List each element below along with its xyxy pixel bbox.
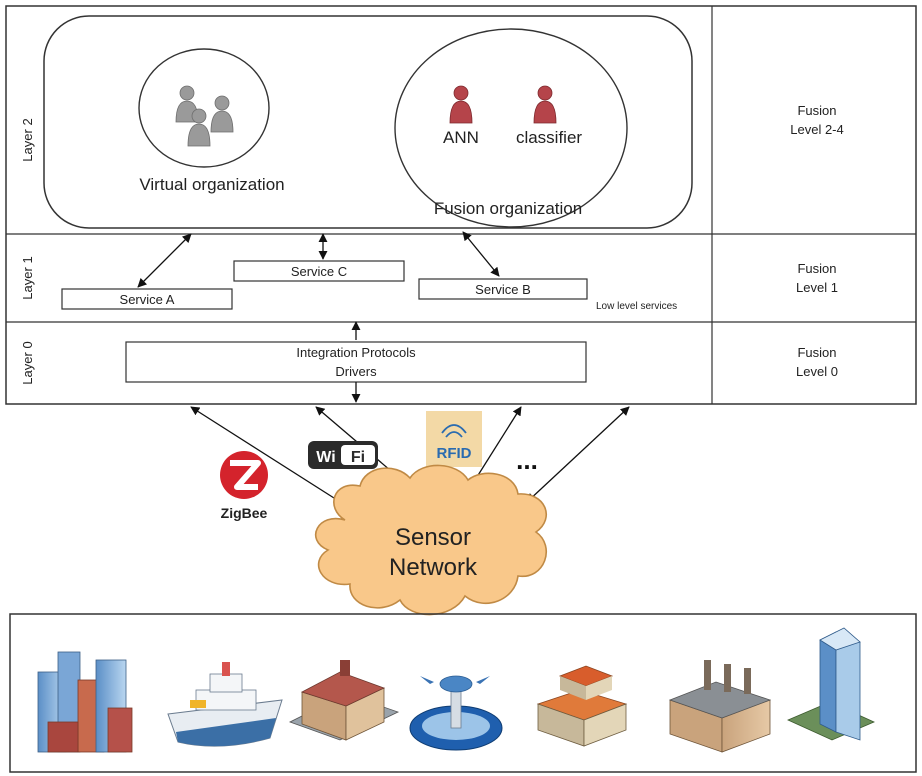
rfid-logo-icon: RFID <box>426 411 482 467</box>
service-a-box: Service A <box>61 288 233 310</box>
integration-protocols-box: Integration Protocols Drivers <box>125 341 587 383</box>
ann-label: ANN <box>443 128 479 147</box>
factory-icon <box>668 660 772 753</box>
wifi-right-label: Fi <box>351 449 365 466</box>
fusion-organization-ellipse <box>394 28 628 228</box>
zigbee-logo-icon: ZigBee <box>220 451 268 521</box>
house-icon <box>288 660 400 741</box>
layer-2-label: Layer 2 <box>20 118 35 161</box>
fusion-level-1-line1: Fusion <box>797 261 836 276</box>
drivers-label: Drivers <box>335 364 377 379</box>
complex-icon <box>536 665 628 747</box>
organization-container <box>43 15 693 229</box>
rfid-label: RFID <box>437 445 472 462</box>
arrow-other <box>526 406 630 503</box>
arrow-service-b <box>462 231 500 277</box>
service-c-box: Service C <box>233 260 405 282</box>
arrow-service-a <box>137 233 192 288</box>
skyscraper-icon <box>787 627 875 741</box>
service-c-label: Service C <box>291 264 347 279</box>
fusion-level-2-line2: Level 2-4 <box>790 122 843 137</box>
wifi-left-label: Wi <box>316 449 335 466</box>
layer-0-label: Layer 0 <box>20 341 35 384</box>
fusion-level-1-line2: Level 1 <box>796 280 838 295</box>
fusion-level-2-line1: Fusion <box>797 103 836 118</box>
service-a-label: Service A <box>120 292 175 307</box>
arrow-zigbee <box>190 406 346 506</box>
low-level-services-label: Low level services <box>596 301 677 312</box>
service-b-box: Service B <box>418 278 588 300</box>
wifi-logo-icon: Wi Fi <box>308 441 378 469</box>
fusion-level-0-line2: Level 0 <box>796 364 838 379</box>
airport-icon <box>409 675 503 751</box>
cloud-label-line1: Sensor <box>395 524 471 551</box>
ann-person-icon <box>449 85 473 124</box>
classifier-person-icon <box>533 85 557 124</box>
virtual-organization-ellipse <box>138 48 270 168</box>
service-b-label: Service B <box>475 282 531 297</box>
environment-icons-panel <box>9 613 917 773</box>
connection-arrows <box>137 231 630 506</box>
ship-icon <box>167 662 283 747</box>
ellipsis-label: ... <box>516 445 538 475</box>
cloud-label-line2: Network <box>389 554 478 581</box>
layer-1-label: Layer 1 <box>20 256 35 299</box>
classifier-label: classifier <box>516 128 582 147</box>
user-group-icon <box>175 85 234 147</box>
zigbee-label: ZigBee <box>221 505 268 521</box>
fusion-organization-label: Fusion organization <box>434 199 582 218</box>
sensor-network-cloud: Sensor Network <box>315 464 548 616</box>
integration-protocols-label: Integration Protocols <box>296 345 416 360</box>
city-icon <box>37 651 133 753</box>
fusion-level-0-line1: Fusion <box>797 345 836 360</box>
virtual-organization-label: Virtual organization <box>139 175 284 194</box>
